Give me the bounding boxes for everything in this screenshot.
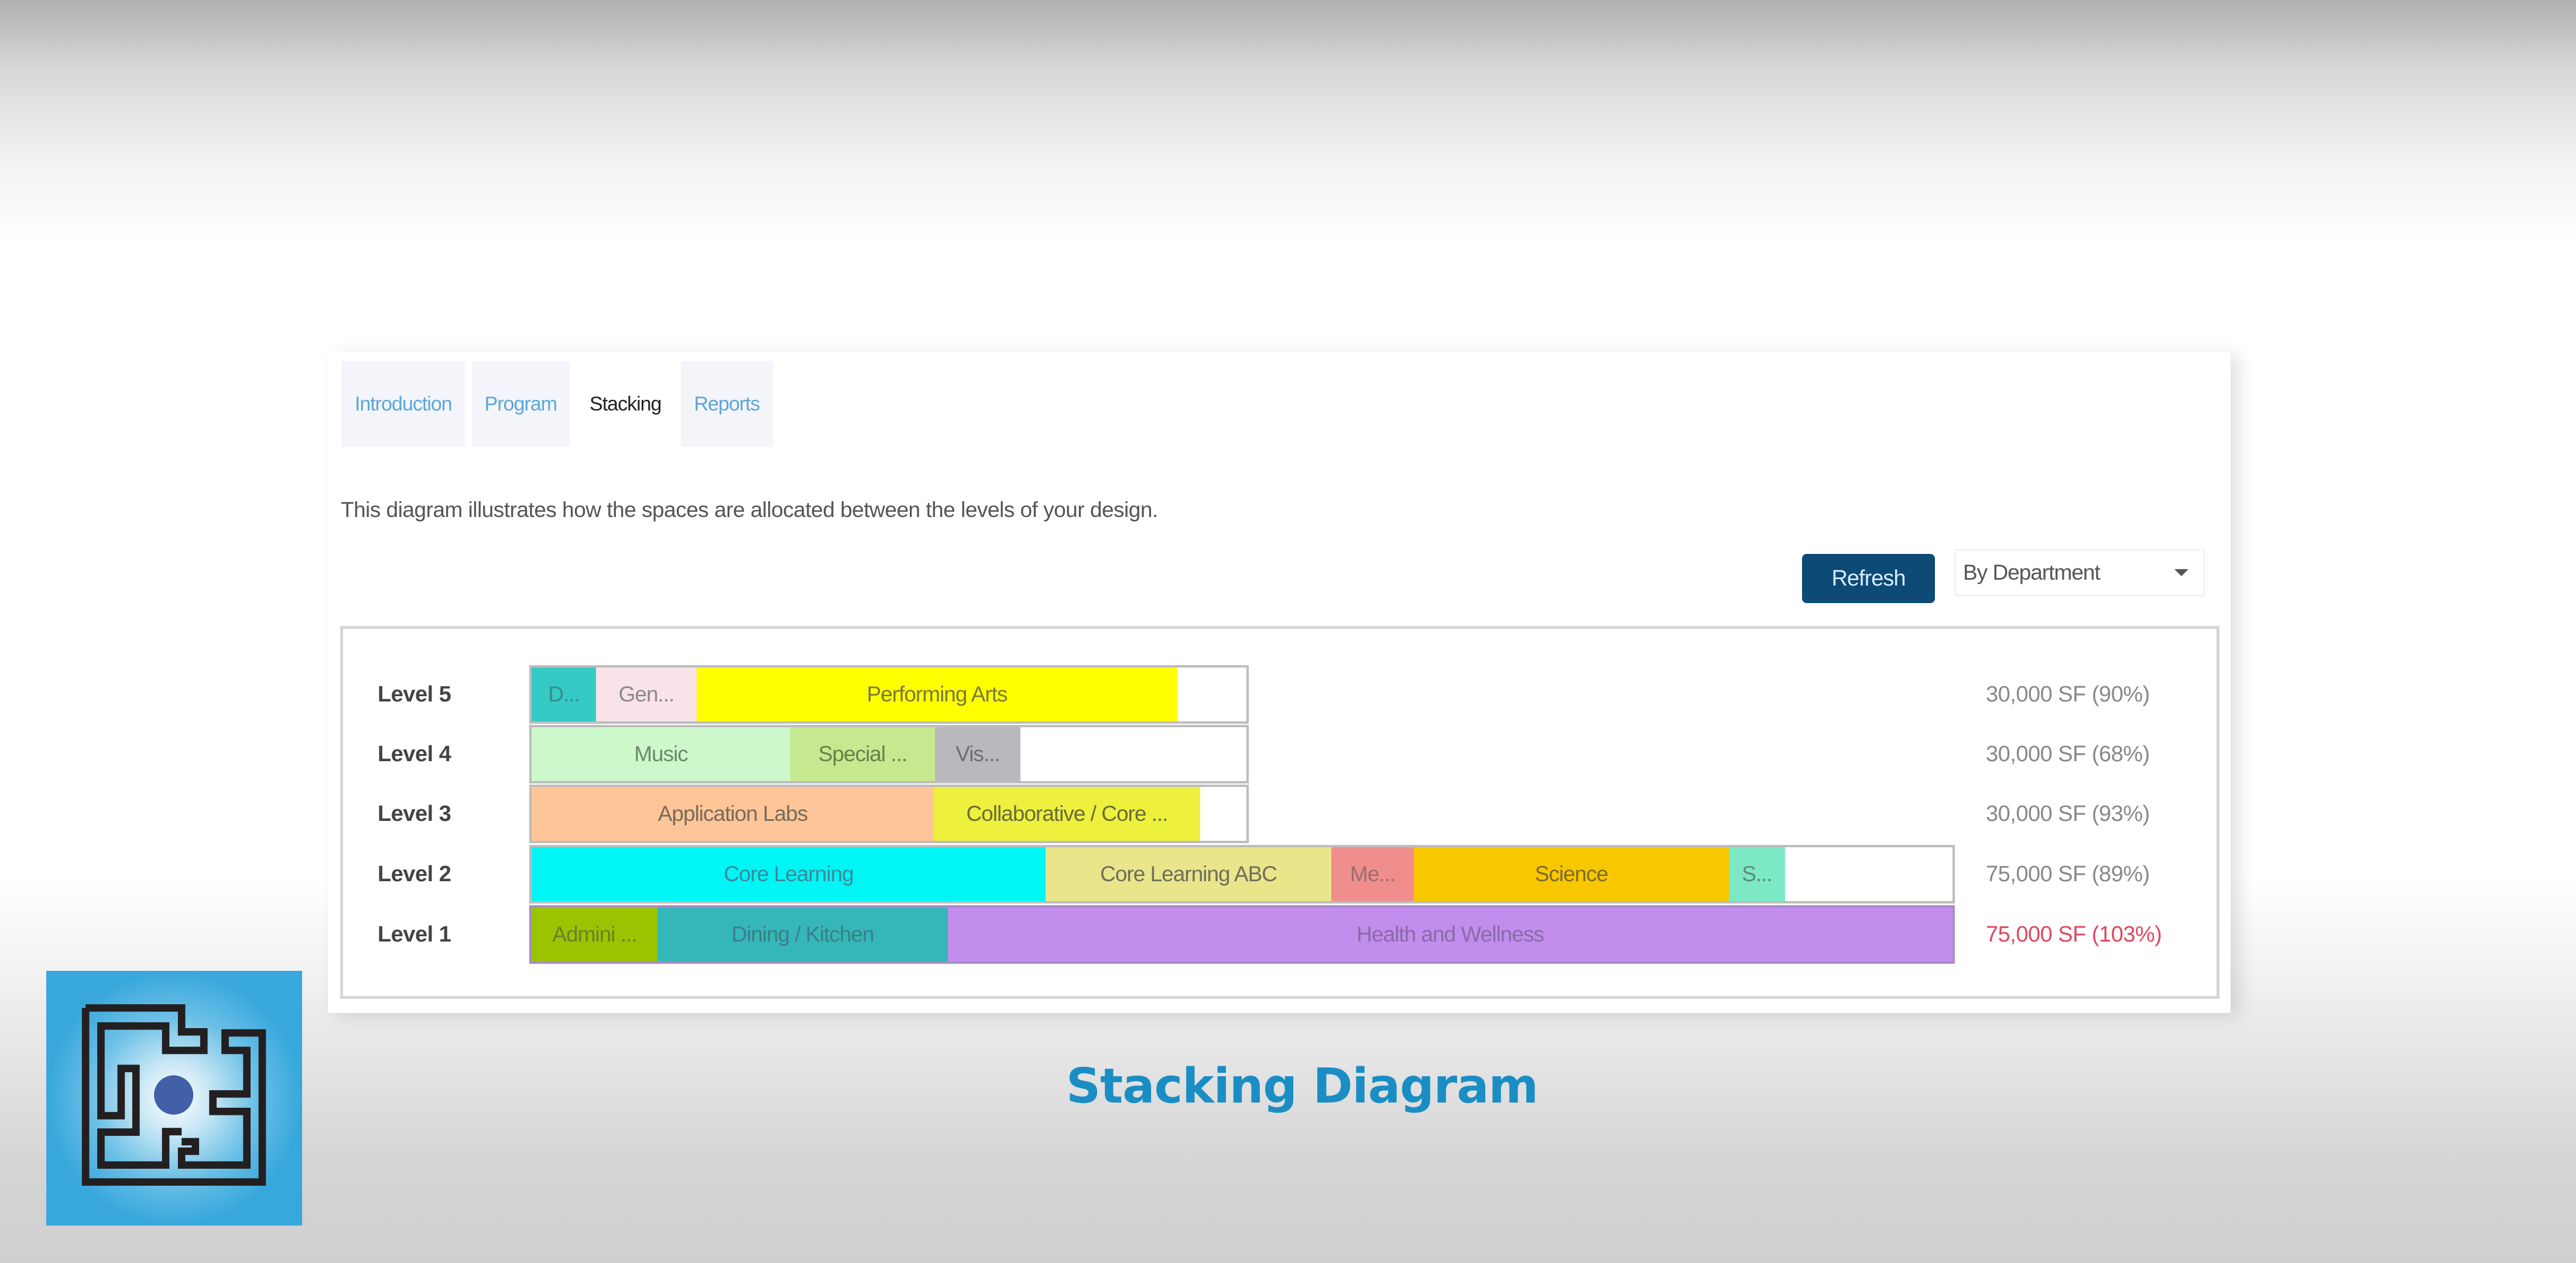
segment[interactable]: Application Labs [532, 787, 934, 841]
group-by-selected-value: By Department [1963, 560, 2101, 584]
segment[interactable]: Dining / Kitchen [657, 908, 948, 961]
tab-stacking[interactable]: Stacking [577, 361, 674, 447]
group-by-select[interactable]: By Department [1955, 549, 2205, 596]
segment[interactable]: Admini ... [532, 908, 657, 961]
refresh-button[interactable]: Refresh [1802, 554, 1935, 603]
segment[interactable]: Music [532, 727, 790, 781]
page-description: This diagram illustrates how the spaces … [341, 498, 1158, 522]
chevron-down-icon [2174, 569, 2188, 576]
segment[interactable]: Gen... [596, 668, 697, 721]
segment[interactable]: S... [1729, 847, 1785, 901]
level-capacity-value: 30,000 SF (93%) [1986, 801, 2150, 826]
segment[interactable]: D... [532, 668, 596, 721]
maze-logo-icon [46, 971, 302, 1226]
segment[interactable]: Performing Arts [697, 668, 1177, 721]
segment[interactable]: Science [1414, 847, 1729, 901]
tab-reports[interactable]: Reports [681, 361, 773, 447]
segment[interactable]: Vis... [935, 727, 1020, 781]
level-capacity-value: 75,000 SF (89%) [1986, 861, 2150, 887]
tab-program[interactable]: Program [471, 361, 570, 447]
segment[interactable]: Me... [1331, 847, 1414, 901]
tab-introduction[interactable]: Introduction [342, 361, 465, 447]
segment[interactable]: Core Learning [532, 847, 1046, 901]
level-bar: Music Special ... Vis... [529, 725, 1249, 783]
segment[interactable]: Special ... [790, 727, 935, 781]
video-caption-title: Stacking Diagram [1066, 1059, 1539, 1114]
segment[interactable]: Health and Wellness [948, 908, 1952, 961]
level-label: Level 2 [378, 861, 451, 887]
level-capacity-value-over: 75,000 SF (103%) [1986, 922, 2162, 947]
level-capacity-value: 30,000 SF (68%) [1986, 741, 2150, 766]
level-bar: Core Learning Core Learning ABC Me... Sc… [529, 845, 1955, 903]
level-bar: D... Gen... Performing Arts [529, 665, 1249, 724]
level-bar: Application Labs Collaborative / Core ..… [529, 785, 1249, 843]
level-label: Level 3 [378, 801, 451, 826]
segment[interactable]: Collaborative / Core ... [934, 787, 1200, 841]
level-capacity-value: 30,000 SF (90%) [1986, 682, 2150, 707]
level-bar: Admini ... Dining / Kitchen Health and W… [529, 905, 1955, 964]
segment[interactable]: Core Learning ABC [1046, 847, 1331, 901]
level-label: Level 5 [378, 682, 451, 707]
level-label: Level 4 [378, 741, 451, 766]
tab-bar: Introduction Program Stacking Reports [342, 361, 780, 447]
level-label: Level 1 [378, 922, 451, 947]
